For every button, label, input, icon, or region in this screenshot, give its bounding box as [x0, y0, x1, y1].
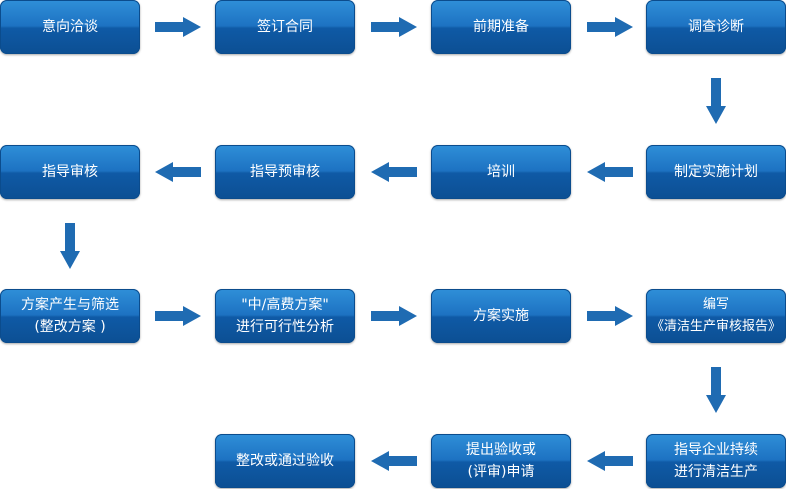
arrow-left-icon — [371, 451, 417, 471]
step-rectify-or-pass: 整改或通过验收 — [215, 434, 355, 488]
step-label-line2: (整改方案 ) — [34, 319, 106, 335]
step-label-line1: "中/高费方案" — [241, 297, 329, 313]
step-label-line1: 方案产生与筛选 — [21, 297, 119, 313]
step-label: 签订合同 — [257, 19, 313, 35]
step-label: 培训 — [487, 164, 515, 180]
arrow-right-icon — [587, 306, 633, 326]
step-investigation-diagnosis: 调查诊断 — [646, 0, 786, 54]
step-feasibility-analysis: "中/高费方案" 进行可行性分析 — [215, 289, 355, 343]
step-write-audit-report: 编写 《清洁生产审核报告》 — [646, 289, 786, 343]
step-label-line2: 《清洁生产审核报告》 — [650, 319, 781, 334]
arrow-right-icon — [155, 306, 201, 326]
step-implementation-plan: 制定实施计划 — [646, 145, 786, 199]
step-intent-negotiation: 意向洽谈 — [0, 0, 140, 54]
step-preparation: 前期准备 — [431, 0, 571, 54]
step-label: 指导审核 — [42, 164, 98, 180]
arrow-left-icon — [587, 162, 633, 182]
step-label: 制定实施计划 — [674, 164, 758, 180]
step-label-line1: 编写 — [702, 297, 729, 312]
step-continuous-cleaner-production: 指导企业持续 进行清洁生产 — [646, 434, 786, 488]
step-option-implementation: 方案实施 — [431, 289, 571, 343]
step-label: 意向洽谈 — [42, 19, 98, 35]
step-label: 指导预审核 — [250, 164, 320, 180]
arrow-down-icon — [706, 78, 726, 124]
step-label-line1: 指导企业持续 — [674, 442, 758, 458]
step-label: 调查诊断 — [688, 19, 744, 35]
arrow-right-icon — [371, 17, 417, 37]
step-label-line2: (评审)申请 — [467, 464, 535, 480]
arrow-right-icon — [155, 17, 201, 37]
arrow-left-icon — [155, 162, 201, 182]
step-label: 前期准备 — [473, 19, 529, 35]
arrow-left-icon — [371, 162, 417, 182]
arrow-right-icon — [587, 17, 633, 37]
arrow-left-icon — [587, 451, 633, 471]
arrow-right-icon — [371, 306, 417, 326]
step-acceptance-application: 提出验收或 (评审)申请 — [431, 434, 571, 488]
step-label: 方案实施 — [473, 308, 529, 324]
step-label-line1: 提出验收或 — [466, 442, 536, 458]
arrow-down-icon — [60, 223, 80, 269]
step-training: 培训 — [431, 145, 571, 199]
step-label-line2: 进行可行性分析 — [236, 319, 334, 335]
step-sign-contract: 签订合同 — [215, 0, 355, 54]
step-audit-guidance: 指导审核 — [0, 145, 140, 199]
arrow-down-icon — [706, 367, 726, 413]
step-label-line2: 进行清洁生产 — [674, 464, 758, 480]
step-pre-audit-guidance: 指导预审核 — [215, 145, 355, 199]
step-label: 整改或通过验收 — [236, 453, 334, 469]
step-option-generation-screening: 方案产生与筛选 (整改方案 ) — [0, 289, 140, 343]
